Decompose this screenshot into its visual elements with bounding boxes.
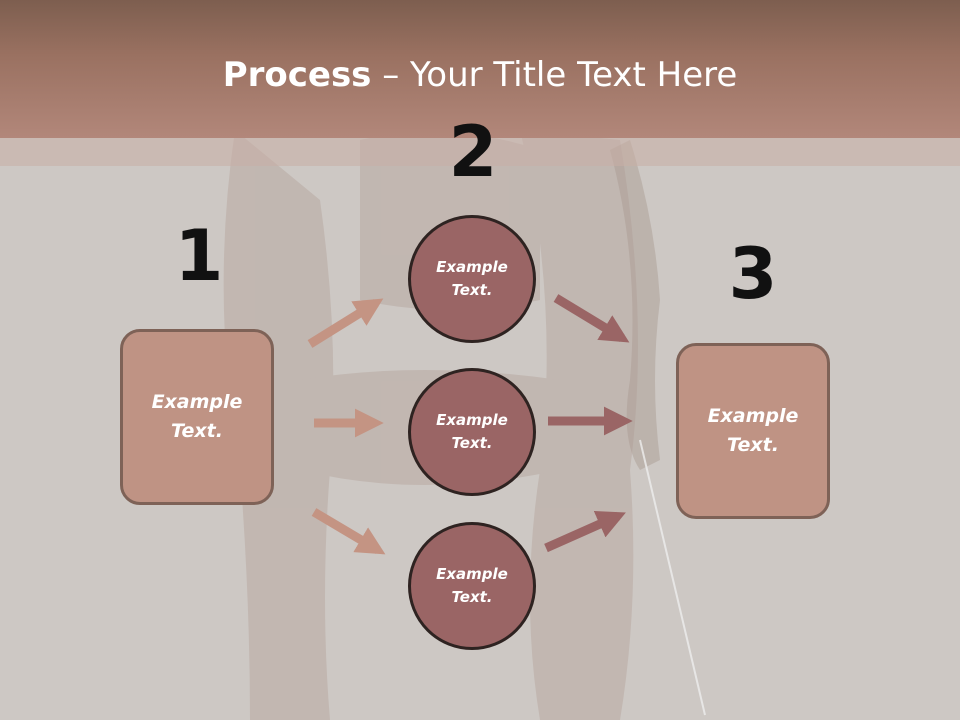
slide-title: Process – Your Title Text Here	[0, 50, 960, 100]
title-rest: – Your Title Text Here	[371, 55, 738, 95]
title-bold: Process	[222, 55, 372, 95]
circle-middle-line1: Example	[436, 411, 508, 429]
right-box-line1: Example	[707, 405, 799, 427]
circle-top-line2: Text.	[451, 281, 493, 299]
circle-middle-line2: Text.	[451, 434, 493, 452]
circle-middle: Example Text.	[408, 368, 536, 496]
left-box: Example Text.	[120, 329, 274, 505]
circle-bottom-line1: Example	[436, 565, 508, 583]
step-number-1: 1	[174, 215, 224, 297]
header-strip	[0, 138, 960, 166]
arrow-from-bottom-circle	[544, 511, 626, 553]
step-number-2: 2	[448, 111, 498, 193]
circle-top: Example Text.	[408, 215, 536, 343]
circle-top-line1: Example	[436, 258, 508, 276]
header-band	[0, 0, 960, 138]
arrow-to-bottom-circle	[311, 508, 386, 555]
right-box-line2: Text.	[727, 434, 779, 456]
arrow-from-top-circle	[553, 294, 630, 343]
right-box: Example Text.	[676, 343, 830, 519]
left-box-line2: Text.	[171, 420, 223, 442]
left-box-line1: Example	[151, 391, 243, 413]
arrow-to-top-circle	[307, 298, 384, 348]
circle-bottom: Example Text.	[408, 522, 536, 650]
step-number-3: 3	[728, 233, 778, 315]
circle-bottom-line2: Text.	[451, 588, 493, 606]
